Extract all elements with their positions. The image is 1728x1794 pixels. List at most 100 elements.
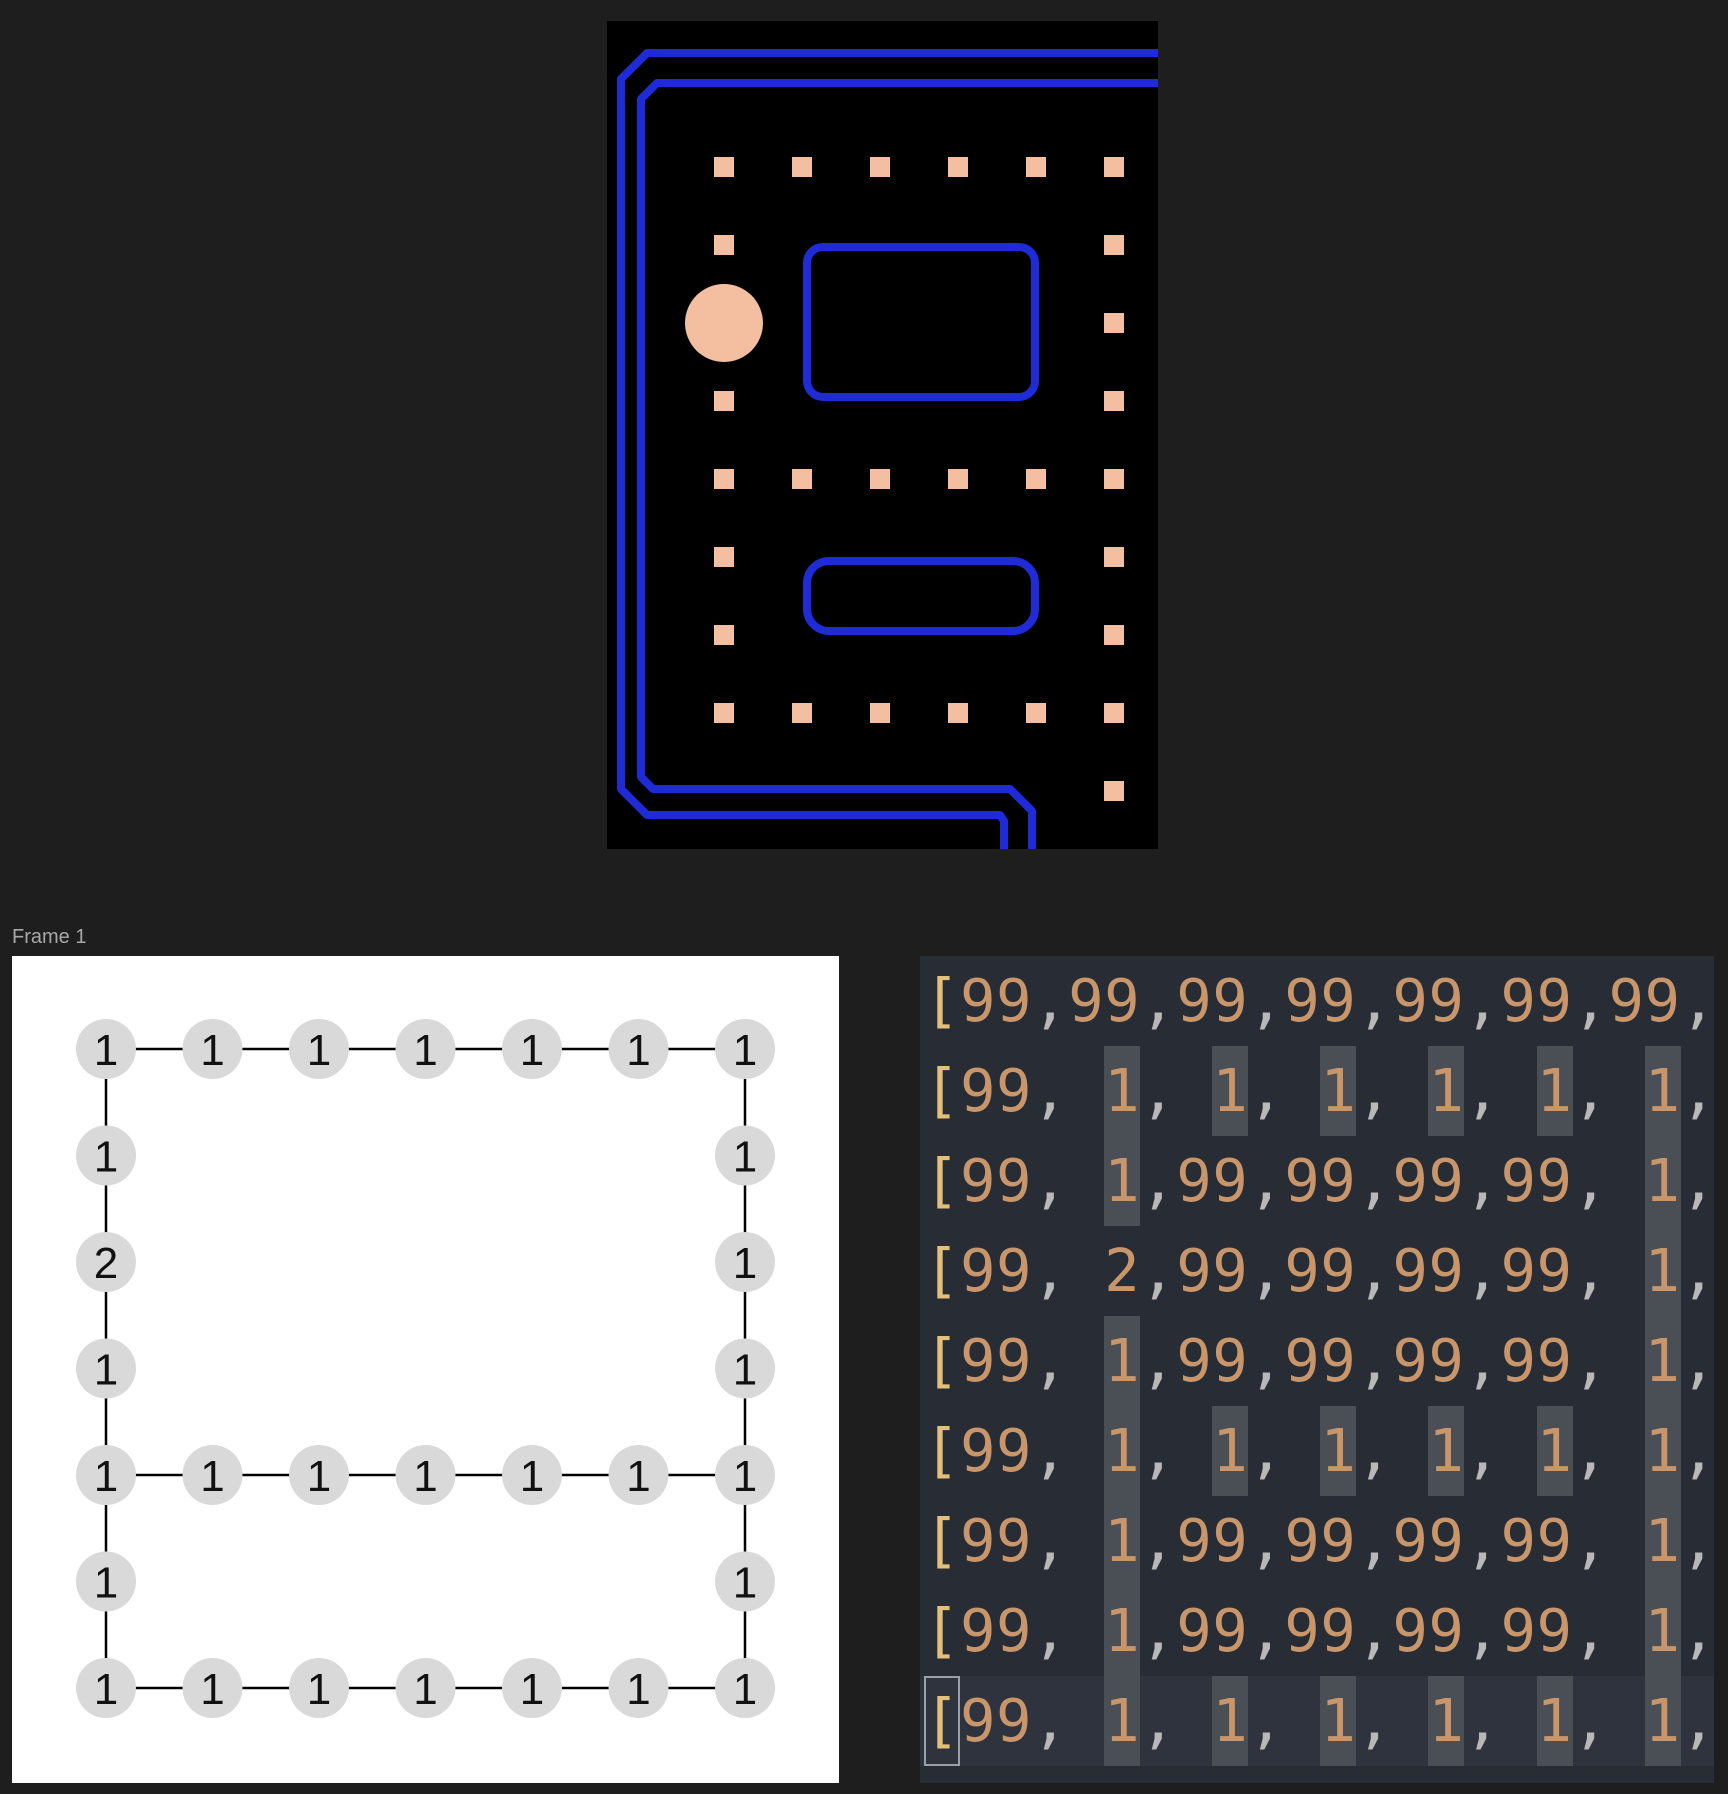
code-number: 99 xyxy=(960,966,1033,1035)
code-line[interactable]: [99, 1, 1, 1, 1, 1, 1, xyxy=(924,1046,1714,1136)
graph-node: 1 xyxy=(182,1019,243,1079)
code-number: 99 xyxy=(1284,1146,1357,1215)
code-line[interactable]: [99, 2,99,99,99,99, 1, xyxy=(924,1226,1714,1316)
graph-node: 1 xyxy=(608,1445,669,1505)
code-number: 1 xyxy=(1104,1676,1141,1766)
pellet xyxy=(714,547,734,567)
comma: , xyxy=(1572,1236,1609,1305)
comma: , xyxy=(1680,1596,1714,1665)
graph-node: 1 xyxy=(76,1658,136,1718)
graph-node: 1 xyxy=(395,1019,456,1079)
code-line[interactable]: [99, 1,99,99,99,99, 1, xyxy=(924,1586,1714,1676)
code-number: 1 xyxy=(1644,1046,1681,1136)
code-number: 99 xyxy=(1284,1596,1357,1665)
graph-node-value: 1 xyxy=(94,1026,118,1075)
graph-node: 1 xyxy=(715,1125,775,1186)
pellet xyxy=(870,703,890,723)
comma: , xyxy=(1356,1236,1393,1305)
code-number: 1 xyxy=(1104,1496,1141,1586)
pellet xyxy=(1026,469,1046,489)
comma: , xyxy=(1464,1056,1501,1125)
pellet xyxy=(948,157,968,177)
code-line[interactable]: [99, 1,99,99,99,99, 1, xyxy=(924,1316,1714,1406)
code-number: 99 xyxy=(1392,1236,1465,1305)
pellet xyxy=(714,235,734,255)
code-number: 99 xyxy=(1176,1506,1249,1575)
code-number: 99 xyxy=(960,1596,1033,1665)
maze-inner-wall xyxy=(637,79,1158,849)
code-number: 1 xyxy=(1644,1676,1681,1766)
graph-node: 1 xyxy=(182,1658,243,1718)
code-line[interactable]: [99, 1, 1, 1, 1, 1, 1, xyxy=(924,1406,1714,1496)
code-number: 99 xyxy=(1176,1596,1249,1665)
code-line[interactable]: [99, 1,99,99,99,99, 1, xyxy=(924,1496,1714,1586)
code-number: 99 xyxy=(960,1146,1033,1215)
comma: , xyxy=(1572,966,1609,1035)
pellet xyxy=(1104,547,1124,567)
comma: , xyxy=(1032,1596,1069,1665)
comma: , xyxy=(1680,1146,1714,1215)
pellet xyxy=(1104,781,1124,801)
pellet xyxy=(792,469,812,489)
comma: , xyxy=(1356,1416,1393,1485)
comma: , xyxy=(1464,1686,1501,1755)
code-editor[interactable]: [99,99,99,99,99,99,99,[99, 1, 1, 1, 1, 1… xyxy=(920,956,1714,1783)
graph-node: 1 xyxy=(715,1445,775,1505)
graph-node: 1 xyxy=(76,1019,136,1079)
bracket: [ xyxy=(924,1056,961,1125)
code-line[interactable]: [99,99,99,99,99,99,99, xyxy=(924,956,1714,1046)
code-number: 99 xyxy=(960,1056,1033,1125)
code-number: 99 xyxy=(1500,1236,1573,1305)
comma: , xyxy=(1032,1326,1069,1395)
code-number: 99 xyxy=(1176,1236,1249,1305)
graph-node-value: 1 xyxy=(94,1452,118,1501)
comma: , xyxy=(1464,1146,1501,1215)
pellet xyxy=(792,703,812,723)
code-number: 1 xyxy=(1320,1676,1357,1766)
code-number: 99 xyxy=(1500,1326,1573,1395)
comma: , xyxy=(1140,1326,1177,1395)
graph-node-value: 1 xyxy=(200,1026,224,1075)
code-number: 99 xyxy=(1284,1236,1357,1305)
code-line[interactable]: [99, 1, 1, 1, 1, 1, 1, xyxy=(920,1676,1714,1766)
code-number: 1 xyxy=(1536,1046,1573,1136)
code-number: 1 xyxy=(1428,1676,1465,1766)
graph-node-value: 1 xyxy=(733,1559,757,1608)
power-pellet xyxy=(685,284,763,362)
code-number: 99 xyxy=(1392,966,1465,1035)
graph-node: 1 xyxy=(715,1232,775,1292)
graph-node: 1 xyxy=(608,1658,669,1718)
graph-node: 1 xyxy=(502,1445,562,1505)
code-number: 99 xyxy=(1608,966,1681,1035)
comma: , xyxy=(1680,1056,1714,1125)
graph-node-value: 1 xyxy=(200,1452,224,1501)
comma: , xyxy=(1464,1506,1501,1575)
pellet xyxy=(1104,391,1124,411)
comma: , xyxy=(1032,1506,1069,1575)
code-number: 99 xyxy=(1068,966,1141,1035)
code-number: 99 xyxy=(1176,1146,1249,1215)
comma: , xyxy=(1572,1686,1609,1755)
pellet xyxy=(792,157,812,177)
comma: , xyxy=(1140,1596,1177,1665)
comma: , xyxy=(1356,1326,1393,1395)
comma: , xyxy=(1680,1506,1714,1575)
code-number: 1 xyxy=(1644,1496,1681,1586)
pellet xyxy=(1026,157,1046,177)
comma: , xyxy=(1572,1596,1609,1665)
pellet xyxy=(714,157,734,177)
code-number: 99 xyxy=(960,1416,1033,1485)
code-line[interactable]: [99, 1,99,99,99,99, 1, xyxy=(924,1136,1714,1226)
comma: , xyxy=(1248,1686,1285,1755)
code-number: 1 xyxy=(1104,1136,1141,1226)
pellet xyxy=(1104,313,1124,333)
code-number: 99 xyxy=(1284,1506,1357,1575)
graph-node-value: 1 xyxy=(733,1452,757,1501)
comma: , xyxy=(1464,966,1501,1035)
graph-node-value: 1 xyxy=(626,1665,650,1714)
graph-node-value: 1 xyxy=(94,1665,118,1714)
comma: , xyxy=(1680,1326,1714,1395)
maze-background xyxy=(607,21,1158,849)
graph-node-value: 1 xyxy=(626,1026,650,1075)
comma: , xyxy=(1032,1686,1069,1755)
